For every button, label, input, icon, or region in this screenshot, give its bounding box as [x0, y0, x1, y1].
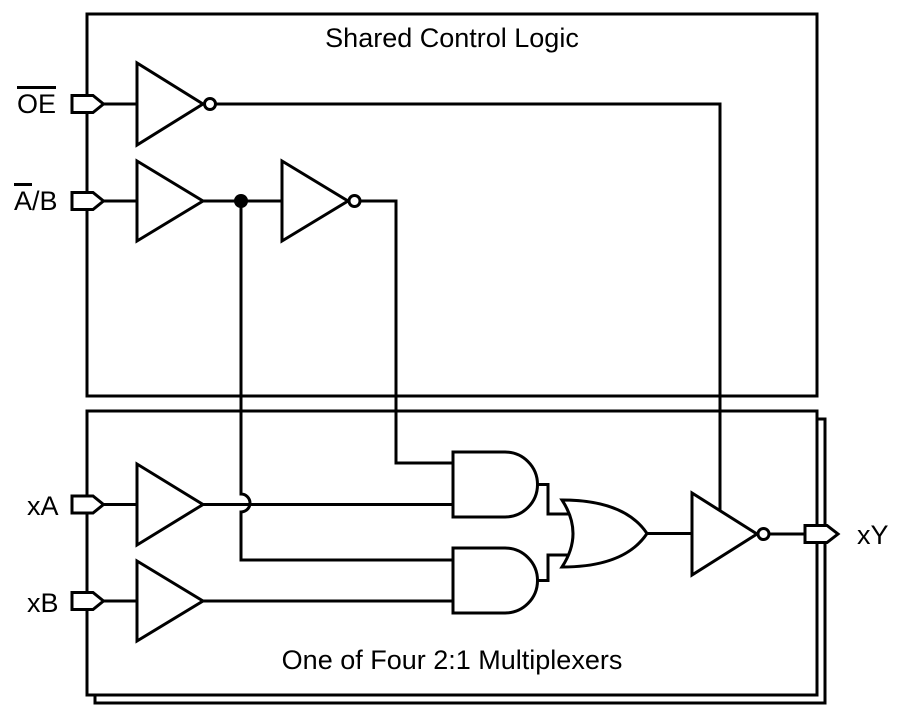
oe-inverter-bubble — [203, 97, 217, 111]
or-gate — [559, 498, 649, 569]
ab-junction-dot — [234, 194, 248, 208]
ab-input-label: A/B — [14, 183, 58, 217]
ab-buffer-gate — [135, 158, 206, 244]
wire-and1-to-or — [537, 483, 573, 516]
xb-input-label: xB — [27, 588, 59, 618]
xb-input-pin — [70, 591, 106, 611]
shared-control-box — [85, 12, 819, 398]
output-tristate-inverter-gate — [690, 490, 760, 578]
mux-title: One of Four 2:1 Multiplexers — [281, 645, 623, 675]
xy-output-pin — [803, 524, 841, 544]
xa-input-label: xA — [27, 491, 59, 521]
ab-inverter-bubble — [347, 194, 362, 208]
ab-input-pin — [70, 191, 106, 211]
oe-inverter-gate — [135, 60, 206, 148]
ab-inverter-gate — [280, 158, 351, 244]
oe-input-pin — [70, 94, 106, 114]
xy-output-label: xY — [857, 520, 889, 550]
xa-buffer-gate — [135, 461, 206, 548]
oe-input-label: OE — [17, 86, 57, 120]
shared-control-logic-title: Shared Control Logic — [325, 23, 579, 53]
xb-buffer-gate — [135, 558, 206, 644]
and-gate-b — [451, 546, 539, 615]
wire-oe-enable — [216, 102, 722, 516]
oe-overline-text: OE — [17, 86, 57, 120]
ab-rest-text: /B — [32, 186, 58, 216]
wire-ab-inverted-to-and1 — [360, 199, 456, 465]
xa-input-pin — [70, 494, 106, 515]
wire-and2-to-or — [537, 553, 573, 582]
ab-overline-text: A — [14, 183, 33, 217]
and-gate-a — [451, 450, 539, 519]
output-inverter-bubble — [756, 527, 771, 541]
